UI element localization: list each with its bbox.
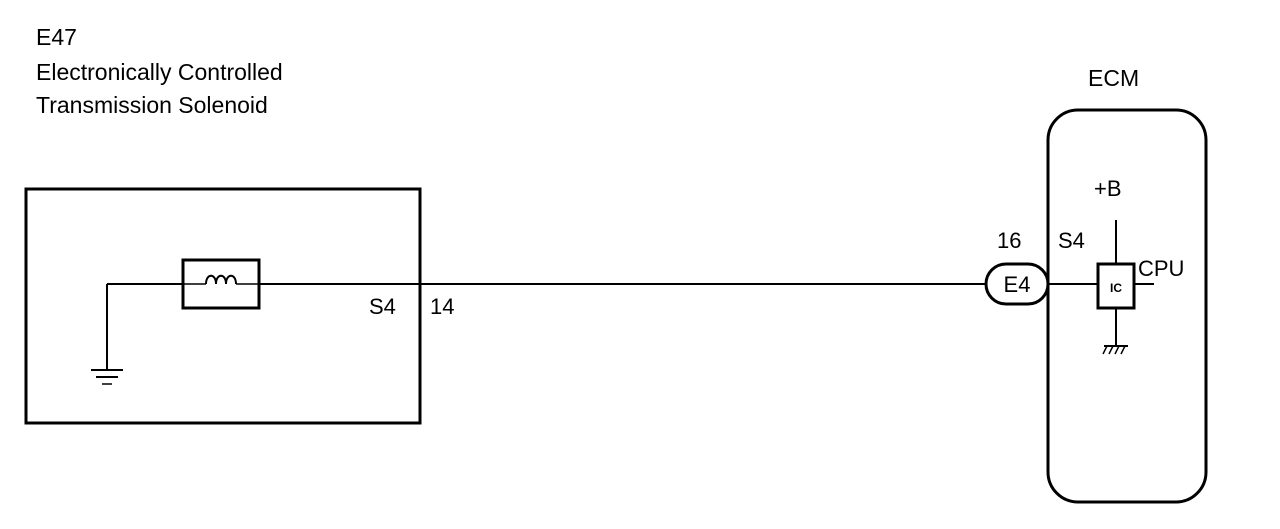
ic-label: IC [1110,281,1122,295]
cpu-label: CPU [1138,256,1184,281]
component-name-line2: Transmission Solenoid [36,92,268,118]
ecm-connector: E4 [984,262,1050,306]
component-name-line1: Electronically Controlled [36,59,283,85]
chassis-ground-icon [91,284,123,385]
component-pin-label: S4 [369,294,396,319]
ic-box: IC [1096,262,1136,310]
ecm-box [1046,108,1208,504]
component-pin-number: 14 [430,294,454,319]
ecm-pin-label: S4 [1058,228,1085,253]
component-code: E47 [36,24,77,50]
ic-ground-icon [1102,308,1128,355]
solenoid-coil-icon [181,258,261,310]
solenoid-component-box [24,187,422,425]
ecm-title: ECM [1088,65,1139,91]
ecm-power-label: +B [1094,176,1122,201]
ecm-connector-code: E4 [1004,272,1031,297]
ecm-pin-number: 16 [997,228,1021,253]
